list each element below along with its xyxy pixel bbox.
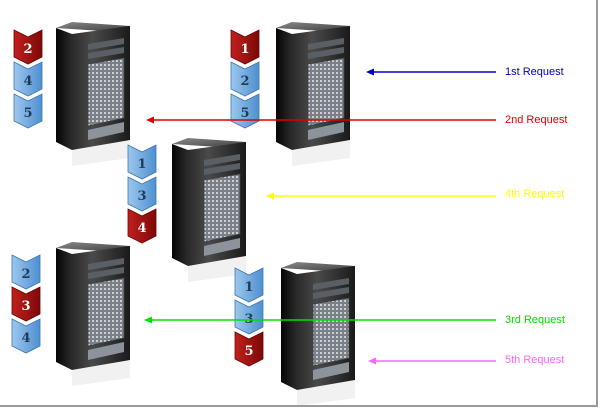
queued-request-chevron: 3	[127, 176, 157, 212]
chevron-number: 5	[244, 344, 253, 359]
request-arrow	[366, 68, 496, 76]
server-tower-icon	[276, 22, 350, 166]
request-arrow	[144, 316, 496, 324]
request-label-2: 2nd Request	[505, 114, 568, 126]
server-d: 2 3 4	[11, 242, 130, 386]
request-label-3: 3rd Request	[505, 314, 565, 326]
request-queue: 1 3 5	[234, 267, 264, 367]
chevron-number: 5	[23, 106, 32, 121]
request-label-4: 4th Request	[505, 188, 565, 200]
active-request-chevron: 2	[13, 29, 43, 65]
request-label-1: 1st Request	[505, 66, 564, 78]
chevron-number: 2	[21, 267, 30, 282]
chevron-number: 4	[21, 331, 30, 346]
queued-request-chevron: 2	[11, 254, 41, 290]
active-request-chevron: 3	[11, 286, 41, 322]
server-e: 1 3 5	[234, 262, 355, 405]
request-label-5: 5th Request	[505, 354, 565, 366]
queued-request-chevron: 3	[234, 299, 264, 335]
queued-request-chevron: 1	[127, 144, 157, 180]
request-queue: 2 4 5	[13, 29, 43, 129]
server-tower-icon	[281, 262, 355, 405]
queued-request-chevron: 5	[230, 93, 260, 129]
server-a: 2 4 5	[13, 22, 130, 166]
request-queue: 1 2 5	[230, 29, 260, 129]
active-request-chevron: 1	[230, 29, 260, 65]
chevron-number: 3	[137, 189, 146, 204]
request-queue: 2 3 4	[11, 254, 41, 354]
server-tower-icon	[56, 22, 130, 166]
chevron-number: 2	[23, 42, 32, 57]
active-request-chevron: 4	[127, 208, 157, 244]
queued-request-chevron: 2	[230, 61, 260, 97]
request-queue: 1 3 4	[127, 144, 157, 244]
chevron-number: 3	[21, 299, 30, 314]
server-b: 1 2 5	[230, 22, 350, 166]
chevron-number: 2	[240, 74, 249, 89]
chevron-number: 4	[137, 221, 146, 236]
server-tower-icon	[172, 138, 246, 282]
request-arrow	[266, 192, 496, 200]
queued-request-chevron: 5	[13, 93, 43, 129]
active-request-chevron: 5	[234, 331, 264, 367]
server-c: 1 3 4	[127, 138, 246, 282]
chevron-number: 1	[137, 157, 146, 172]
queued-request-chevron: 4	[11, 318, 41, 354]
chevron-number: 5	[240, 106, 249, 121]
queued-request-chevron: 1	[234, 267, 264, 303]
chevron-number: 4	[23, 74, 32, 89]
chevron-number: 1	[244, 280, 253, 295]
request-arrow	[146, 116, 496, 124]
chevron-number: 1	[240, 42, 249, 57]
request-arrow	[368, 357, 496, 365]
server-tower-icon	[56, 242, 130, 386]
queued-request-chevron: 4	[13, 61, 43, 97]
